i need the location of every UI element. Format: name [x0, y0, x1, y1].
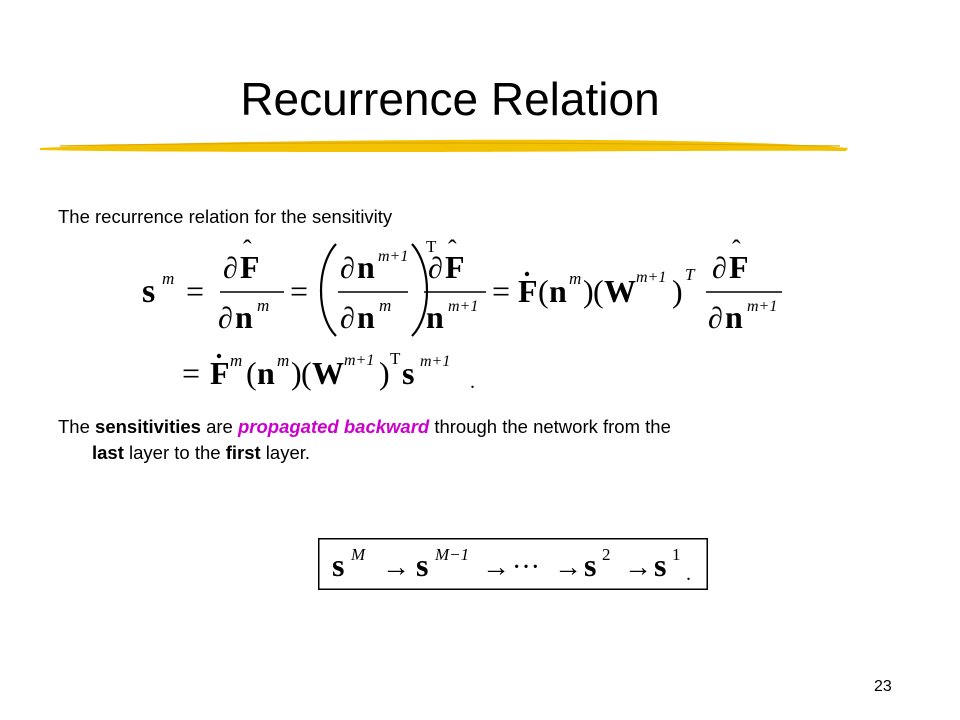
slide-title: Recurrence Relation — [240, 73, 660, 125]
chain-border — [318, 538, 708, 590]
n-symbol: n — [357, 249, 375, 285]
s-symbol: s — [142, 273, 155, 310]
equals-sign: = — [186, 273, 204, 309]
superscript-m: m — [257, 296, 269, 315]
hat-accent: ˆ — [243, 236, 252, 264]
superscript-mp1: m+1 — [420, 353, 450, 370]
right-paren: ) — [379, 355, 390, 391]
partial-symbol: ∂ — [340, 302, 355, 335]
superscript-M-minus-1: M−1 — [434, 545, 469, 564]
superscript-2: 2 — [602, 545, 611, 564]
s-symbol: s — [584, 547, 596, 583]
equals-sign: = — [492, 273, 510, 309]
arrow: → — [554, 552, 582, 583]
F-symbol: F — [210, 355, 230, 391]
left-paren: ( — [246, 355, 257, 391]
superscript-M: M — [350, 545, 366, 564]
superscript-mp1: m+1 — [747, 298, 777, 315]
dot-accent — [216, 353, 222, 359]
superscript-m: m — [379, 296, 391, 315]
F-symbol: F — [518, 273, 538, 309]
partial-symbol: ∂ — [218, 302, 233, 335]
left-paren: ( — [538, 273, 549, 309]
superscript-m: m — [569, 269, 581, 288]
n-symbol: n — [357, 299, 375, 335]
sensitivities-bold: sensitivities — [95, 416, 201, 437]
F-symbol: F — [729, 249, 749, 285]
last-bold: last — [92, 442, 124, 463]
left-paren: ( — [301, 355, 312, 391]
s-symbol: s — [402, 355, 414, 391]
W-symbol: W — [312, 355, 344, 391]
W-symbol: W — [604, 273, 636, 309]
title-underline-brush — [40, 139, 848, 152]
propagation-paragraph: The sensitivities are propagated backwar… — [58, 414, 878, 466]
page-number: 23 — [874, 678, 892, 695]
propagated-backward-emphasis: propagated backward — [237, 416, 430, 437]
right-paren — [411, 243, 428, 337]
superscript-m: m — [230, 351, 242, 370]
superscript-1: 1 — [672, 545, 681, 564]
superscript-m: m — [162, 269, 174, 288]
hat-accent: ˆ — [732, 236, 741, 264]
para-line-2: last layer to the first layer. — [58, 440, 878, 466]
transpose-T: T — [426, 237, 437, 256]
para-text: layer to the — [123, 442, 226, 463]
arrow: → — [624, 552, 652, 583]
hat-accent: ˆ — [448, 236, 457, 264]
period: . — [686, 563, 691, 585]
dot-accent — [524, 271, 530, 277]
arrow: → — [482, 552, 510, 583]
left-paren — [320, 243, 337, 337]
partial-symbol: ∂ — [428, 252, 443, 285]
superscript-mp1: m+1 — [344, 352, 374, 369]
partial-symbol: ∂ — [223, 252, 238, 285]
arrow: → — [382, 552, 410, 583]
para-text: are — [200, 416, 238, 437]
n-symbol: n — [426, 299, 444, 335]
para-text: The — [58, 416, 96, 437]
s-symbol: s — [416, 547, 428, 583]
para-text: layer. — [260, 442, 311, 463]
para-text: through the network from the — [429, 416, 671, 437]
n-symbol: n — [549, 273, 567, 309]
s-symbol: s — [332, 547, 344, 583]
partial-symbol: ∂ — [708, 302, 723, 335]
n-symbol: n — [235, 299, 253, 335]
partial-symbol: ∂ — [712, 252, 727, 285]
intro-text: The recurrence relation for the sensitiv… — [58, 206, 393, 227]
recurrence-equation: s m = ∂ F ˆ ∂ n m = ∂ n m+1 ∂ n m T ∂ F … — [142, 236, 782, 337]
transpose-T: T — [390, 349, 401, 368]
right-paren: ) — [672, 273, 683, 309]
superscript-m: m — [277, 351, 289, 370]
left-paren: ( — [593, 273, 604, 309]
ellipsis: ··· — [512, 552, 540, 583]
superscript-mp1: m+1 — [636, 269, 666, 286]
first-bold: first — [225, 442, 261, 463]
n-symbol: n — [257, 355, 275, 391]
equals-sign: = — [182, 355, 200, 391]
superscript-mp1: m+1 — [448, 298, 478, 315]
right-paren: ) — [583, 273, 594, 309]
recurrence-equation-line2: = F m ( n m ) ( W m+1 ) T s m+1 . — [182, 349, 475, 393]
transpose-T: T — [685, 265, 696, 284]
sensitivity-chain-box: s M → s M−1 → ··· → s 2 → s 1 . — [318, 538, 708, 590]
partial-symbol: ∂ — [340, 252, 355, 285]
equals-sign: = — [290, 273, 308, 309]
superscript-mp1: m+1 — [378, 248, 408, 265]
n-symbol: n — [725, 299, 743, 335]
F-symbol: F — [240, 249, 260, 285]
F-symbol: F — [445, 249, 465, 285]
s-symbol: s — [654, 547, 666, 583]
right-paren: ) — [291, 355, 302, 391]
period: . — [470, 371, 475, 393]
